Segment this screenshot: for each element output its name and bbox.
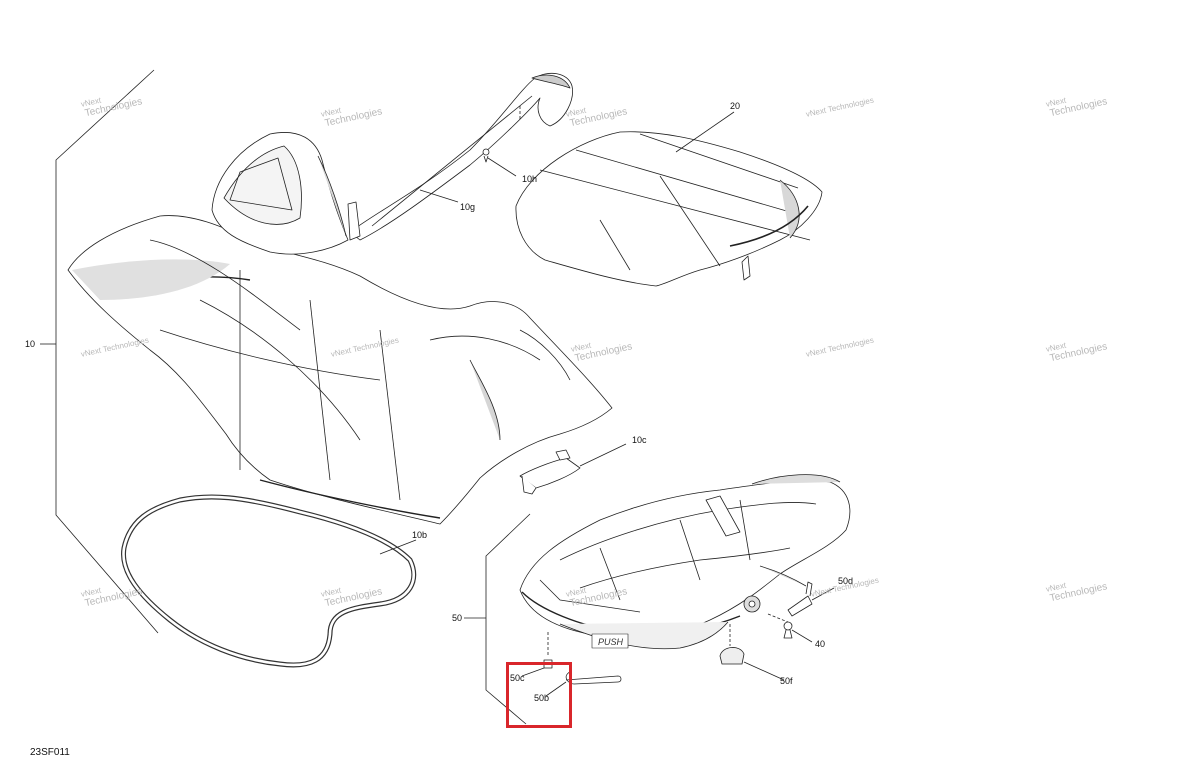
hinge-50d xyxy=(767,581,835,623)
seat-assembly-10 xyxy=(67,132,613,525)
screw-10h xyxy=(482,106,521,177)
callout-20: 20 xyxy=(730,101,741,111)
seal-10b xyxy=(121,494,417,668)
bumper-50f xyxy=(719,647,785,681)
storage-bin-50 xyxy=(519,474,851,656)
callout-10: 10 xyxy=(25,339,36,349)
screw-40 xyxy=(783,621,813,643)
callout-50f: 50f xyxy=(780,676,793,686)
callout-40: 40 xyxy=(815,639,826,649)
strap-10g xyxy=(347,72,573,241)
callout-50b: 50b xyxy=(534,693,550,703)
pin-50b xyxy=(545,671,622,697)
bracket-10 xyxy=(40,69,159,634)
figure-id: 23SF011 xyxy=(30,747,70,758)
callout-50: 50 xyxy=(452,613,463,623)
callout-10h: 10h xyxy=(522,174,538,184)
callout-10c: 10c xyxy=(632,435,647,445)
highlight-box-50b xyxy=(506,662,572,728)
callout-50d: 50d xyxy=(838,576,854,586)
seat-cover-20 xyxy=(515,111,823,287)
brand-mark: PUSH xyxy=(598,637,624,647)
callout-50c: 50c xyxy=(510,673,525,683)
latch-10c xyxy=(519,443,627,495)
callout-10g: 10g xyxy=(460,202,476,212)
callout-10b: 10b xyxy=(412,530,428,540)
